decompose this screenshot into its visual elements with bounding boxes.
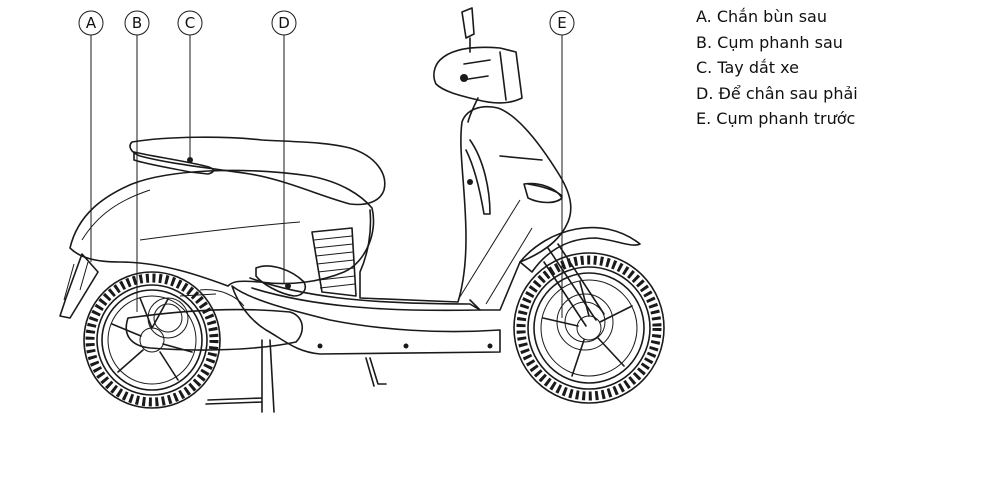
callout-a: A [78,10,104,262]
parts-legend: A. Chắn bùn sau B. Cụm phanh sau C. Tay … [696,4,858,132]
seat [129,136,386,206]
legend-item-b: B. Cụm phanh sau [696,32,843,52]
callout-c: C [177,10,203,158]
svg-text:C: C [185,14,195,32]
callout-d: D [271,10,297,284]
front-fender [519,226,641,273]
floorboard [231,285,501,355]
svg-text:D: D [278,14,290,32]
rear-fender [59,253,99,319]
rear-brake-disc [147,297,189,339]
rear-body-panel [69,169,375,287]
legend-item-e: E. Cụm phanh trước [696,109,856,128]
callout-b: B [124,10,150,312]
rear-footrest [255,265,307,297]
front-brake-disc [556,293,614,351]
legend-item-d: D. Để chân sau phải [696,83,858,103]
front-wheel [513,252,665,404]
mirror [461,7,475,53]
front-fork [543,243,605,327]
grab-rail [133,151,215,175]
callout-e: E [549,10,575,318]
svg-text:B: B [132,14,142,32]
svg-text:A: A [86,14,97,32]
center-stand [205,339,275,413]
legend-item-a: A. Chắn bùn sau [696,7,827,26]
rear-wheel [83,271,221,409]
legend-item-c: C. Tay dắt xe [696,58,799,77]
side-vent [311,227,357,297]
swing-arm [125,308,303,351]
side-stand [365,357,387,387]
front-body [359,106,572,311]
handlebar [433,46,523,104]
svg-text:E: E [557,14,566,32]
